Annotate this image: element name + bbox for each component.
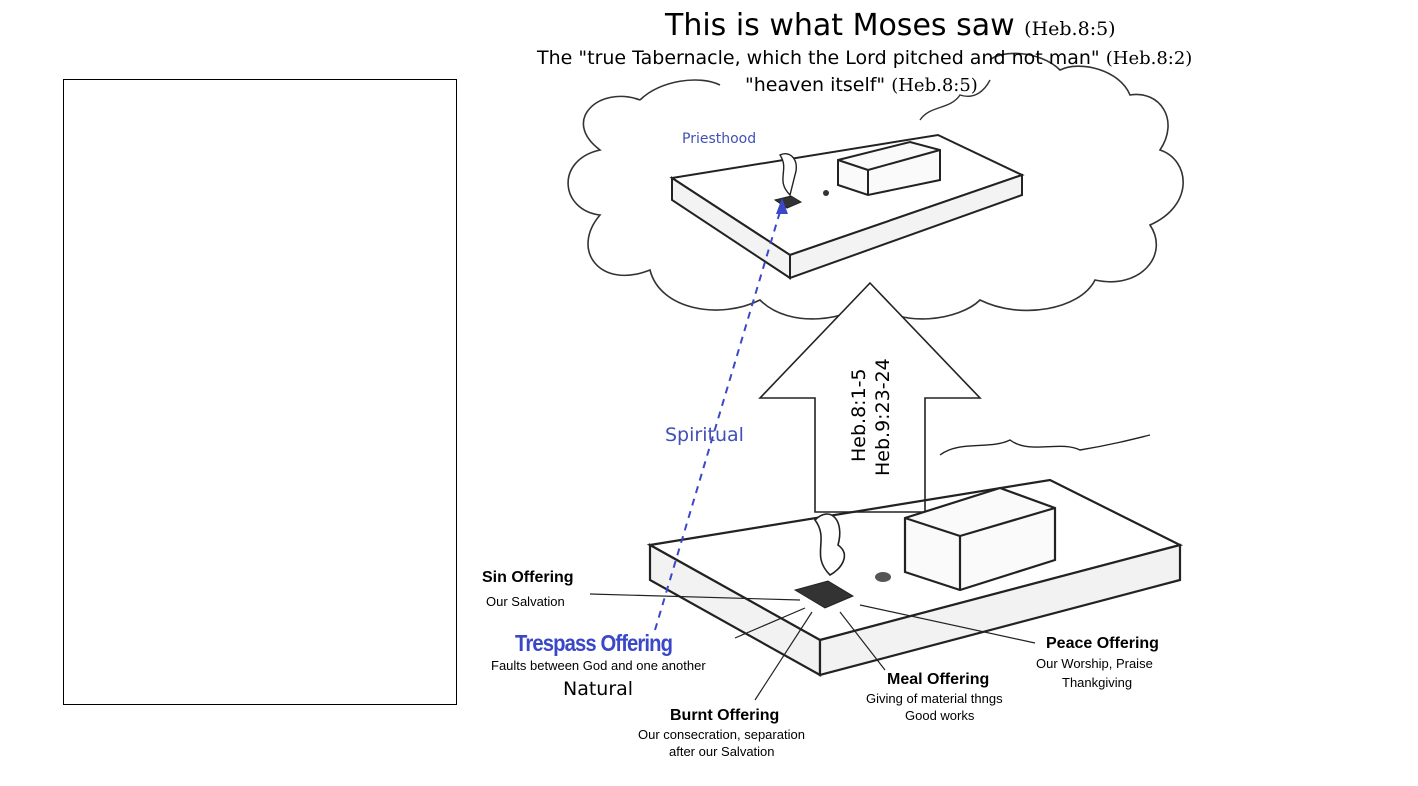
- arrow-reference-2: Heb.9:23-24: [872, 358, 894, 476]
- trespass-offering-desc: Faults between God and one another: [491, 658, 706, 673]
- natural-label: Natural: [563, 678, 634, 700]
- title-text: This is what Moses saw: [665, 8, 1015, 43]
- heaven-quote-reference: (Heb.8:5): [891, 75, 978, 96]
- quote-reference: (Heb.8:2): [1105, 48, 1193, 69]
- quote-text: The "true Tabernacle, which the Lord pit…: [537, 47, 1100, 69]
- peace-offering-desc-2: Thankgiving: [1062, 675, 1133, 690]
- offering-leader-lines: [589, 593, 1036, 701]
- heaven-cloud: [567, 52, 1184, 320]
- peace-offering-desc-1: Our Worship, Praise: [1036, 656, 1153, 671]
- true-tabernacle-quote: The "true Tabernacle, which the Lord pit…: [537, 47, 1192, 69]
- sin-offering-desc: Our Salvation: [486, 594, 565, 609]
- meal-offering-title: Meal Offering: [887, 671, 990, 688]
- spiritual-label: Spiritual: [665, 424, 744, 446]
- trespass-offering-title: Trespass Offering: [515, 630, 673, 656]
- heaven-quote-text: "heaven itself": [745, 74, 886, 96]
- peace-offering-title: Peace Offering: [1046, 635, 1159, 652]
- meal-offering-desc-2: Good works: [905, 708, 975, 723]
- arrow-reference-1: Heb.8:1-5: [848, 368, 870, 462]
- page-title: This is what Moses saw (Heb.8:5): [665, 8, 1116, 43]
- earthly-tabernacle: [646, 434, 1184, 677]
- spiritual-link-line: [654, 204, 783, 631]
- burnt-offering-title: Burnt Offering: [670, 707, 780, 724]
- burnt-offering-desc-2: after our Salvation: [669, 744, 775, 759]
- title-reference: (Heb.8:5): [1024, 18, 1116, 40]
- heaven-itself-quote: "heaven itself" (Heb.8:5): [745, 74, 978, 96]
- burnt-offering-desc-1: Our consecration, separation: [638, 727, 805, 742]
- meal-offering-desc-1: Giving of material thngs: [866, 691, 1003, 706]
- sin-offering-title: Sin Offering: [482, 569, 574, 586]
- blank-image-frame: [63, 79, 457, 705]
- heavenly-tabernacle: [669, 133, 1025, 280]
- ascent-arrow: [758, 281, 982, 513]
- priesthood-label: Priesthood: [682, 131, 757, 147]
